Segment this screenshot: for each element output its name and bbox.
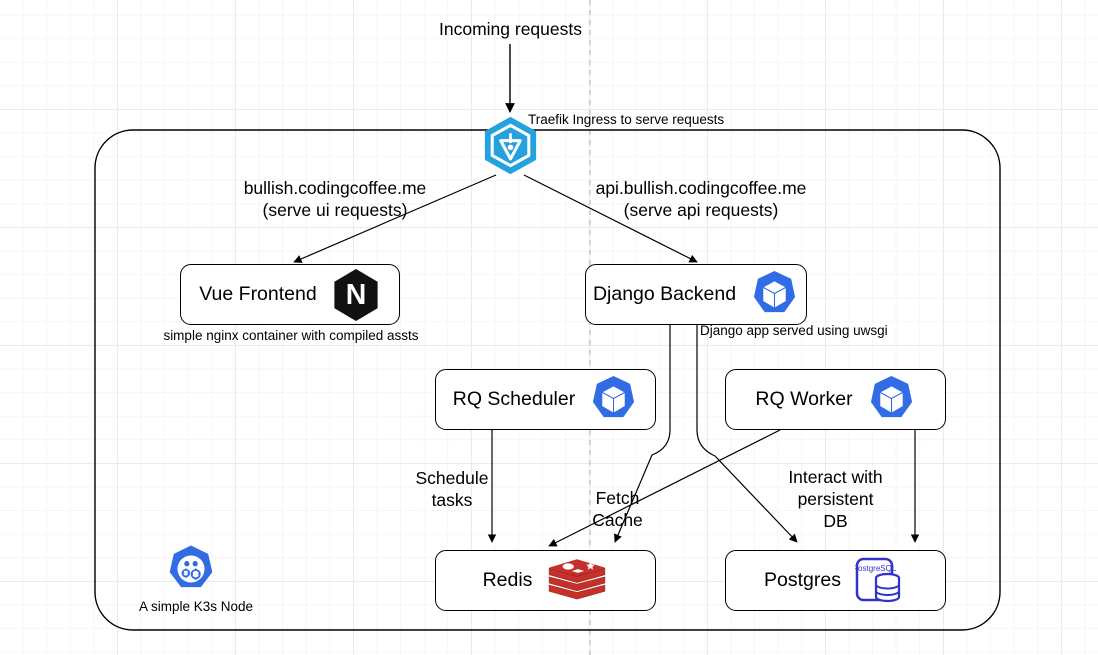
edge-label-fetch-cache: Fetch Cache xyxy=(592,488,643,530)
node-django-backend-label: Django Backend xyxy=(592,282,737,305)
postgresql-icon: PostgreSQL xyxy=(855,556,907,606)
node-vue-frontend[interactable]: Vue Frontend N xyxy=(180,264,400,325)
kubernetes-pod-icon xyxy=(867,375,916,424)
traefik-icon[interactable] xyxy=(480,115,541,176)
k3s-node-note: A simple K3s Node xyxy=(138,599,254,614)
node-rq-worker-label: RQ Worker xyxy=(755,387,853,410)
kubernetes-pod-icon xyxy=(589,375,638,424)
backend-note: Django app served using uwsgi xyxy=(700,323,888,338)
node-postgres[interactable]: Postgres PostgreSQL xyxy=(725,550,946,611)
node-rq-scheduler-label: RQ Scheduler xyxy=(452,387,576,410)
kubernetes-pod-icon xyxy=(750,270,799,319)
nginx-letter: N xyxy=(345,278,366,310)
traefik-ingress-note: Traefik Ingress to serve requests xyxy=(528,112,725,127)
node-django-backend[interactable]: Django Backend xyxy=(585,264,807,325)
node-redis-label: Redis xyxy=(482,568,533,591)
redis-icon xyxy=(546,555,608,607)
page-title: Incoming requests xyxy=(439,19,582,39)
frontend-note: simple nginx container with compiled ass… xyxy=(163,328,419,343)
node-redis[interactable]: Redis xyxy=(435,550,656,611)
kubernetes-node-icon[interactable] xyxy=(165,544,217,596)
postgres-wordmark: PostgreSQL xyxy=(855,564,897,573)
node-rq-worker[interactable]: RQ Worker xyxy=(725,369,946,430)
nginx-icon: N xyxy=(331,268,381,322)
api-route-label: api.bullish.codingcoffee.me (serve api r… xyxy=(595,178,807,220)
node-vue-frontend-label: Vue Frontend xyxy=(199,282,317,305)
node-rq-scheduler[interactable]: RQ Scheduler xyxy=(435,369,656,430)
node-postgres-label: Postgres xyxy=(764,568,841,591)
edge-label-schedule-tasks: Schedule tasks xyxy=(415,468,489,510)
edge-label-interact-db: Interact with persistent DB xyxy=(788,467,883,531)
ui-route-label: bullish.codingcoffee.me (serve ui reques… xyxy=(243,178,427,220)
